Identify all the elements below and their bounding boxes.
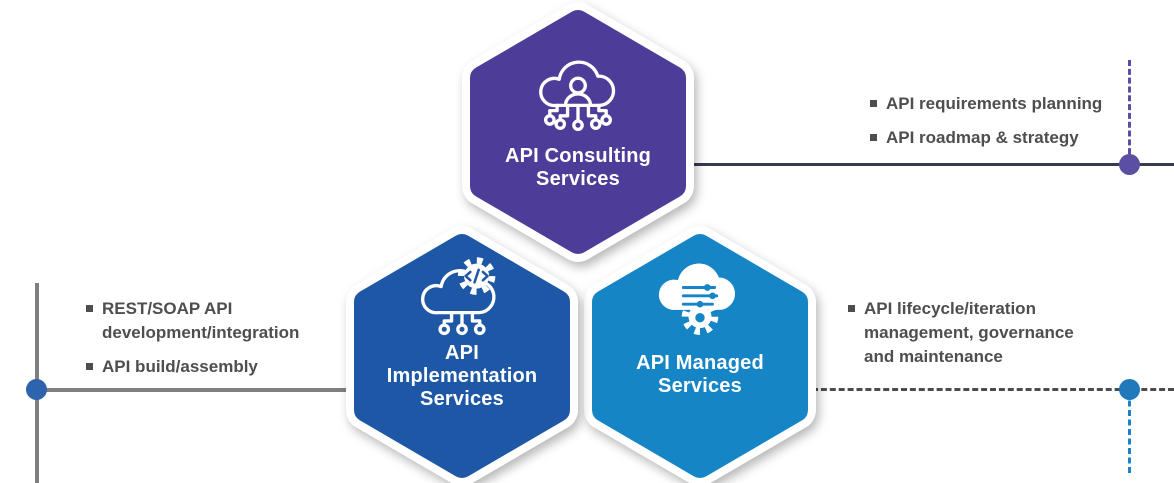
square-bullet-icon <box>848 305 855 312</box>
note-bullet-item: REST/SOAP API development/integration <box>86 297 299 345</box>
note-line: development/integration <box>102 323 300 342</box>
bottom-right-connector-dashed-horizontal-line <box>812 388 1174 391</box>
implementation-notes: REST/SOAP API development/integration AP… <box>86 297 299 389</box>
hexagon-title-api-consulting: API Consulting Services <box>458 145 698 191</box>
cloud-user-network-icon <box>539 60 616 132</box>
hexagon-title-line: API <box>445 342 479 364</box>
cloud-gear-code-icon <box>420 257 496 336</box>
hexagon-api-managed-services: API Managed Services <box>580 226 820 483</box>
hexagon-shape <box>346 226 578 483</box>
note-bullet-item: API requirements planning <box>870 92 1102 116</box>
hexagon-api-implementation-services: API Implementation Services <box>342 226 582 483</box>
hexagon-title-api-implementation: API Implementation Services <box>342 342 582 411</box>
top-right-connector-dashed-line <box>1128 60 1131 163</box>
hexagon-title-line: Implementation <box>386 365 538 387</box>
bottom-right-connector-dot <box>1119 379 1140 400</box>
bottom-right-connector-dashed-vertical-line <box>1128 391 1131 473</box>
consulting-notes: API requirements planning API roadmap & … <box>870 92 1102 160</box>
square-bullet-icon <box>870 100 877 107</box>
note-bullet-item: API roadmap & strategy <box>870 126 1102 150</box>
note-line: API roadmap & strategy <box>886 128 1079 147</box>
left-connector-horizontal-line <box>28 388 350 392</box>
hexagon-shape <box>462 2 694 262</box>
managed-notes: API lifecycle/iteration management, gove… <box>848 297 1074 379</box>
note-line: REST/SOAP API <box>102 299 233 318</box>
note-line: API requirements planning <box>886 94 1103 113</box>
note-line: and maintenance <box>864 347 1003 366</box>
note-line: API build/assembly <box>102 357 258 376</box>
square-bullet-icon <box>870 134 877 141</box>
top-right-connector-horizontal-line <box>690 163 1174 166</box>
square-bullet-icon <box>86 363 93 370</box>
hexagon-title-line: Services <box>536 168 620 190</box>
hexagon-title-line: Services <box>658 375 742 397</box>
hexagon-title-api-managed: API Managed Services <box>580 352 820 398</box>
hexagon-title-line: API Consulting <box>504 145 652 167</box>
hexagon-shape <box>584 226 816 483</box>
hexagon-title-line: API Managed <box>636 352 764 374</box>
hexagon-title-line: Services <box>420 388 504 410</box>
cloud-sliders-gear-icon <box>658 263 735 335</box>
note-bullet-item: API build/assembly <box>86 355 299 379</box>
note-line: management, governance <box>864 323 1074 342</box>
top-right-connector-dot <box>1119 154 1140 175</box>
note-line: API lifecycle/iteration <box>864 299 1036 318</box>
left-connector-dot <box>26 379 47 400</box>
square-bullet-icon <box>86 305 93 312</box>
note-bullet-item: API lifecycle/iteration management, gove… <box>848 297 1074 369</box>
hexagon-api-consulting-services: API Consulting Services <box>458 2 698 262</box>
